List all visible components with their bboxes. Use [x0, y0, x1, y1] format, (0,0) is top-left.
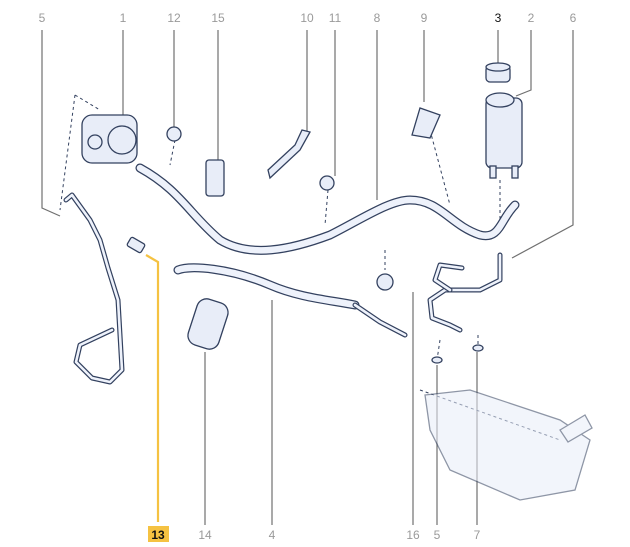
callout-label[interactable]: 9: [421, 11, 428, 25]
callout-label[interactable]: 14: [198, 528, 212, 542]
seal-5: [431, 356, 443, 364]
leader-lines: [41, 30, 574, 525]
hose-return: [135, 163, 520, 255]
bottom-labels: 13 14 4 16 5 7: [148, 526, 481, 542]
clip-12: [166, 126, 182, 142]
seal-7: [472, 344, 484, 352]
callout-label[interactable]: 16: [406, 528, 420, 542]
reservoir: [485, 92, 523, 179]
callout-label-selected[interactable]: 13: [151, 528, 165, 542]
pump: [81, 114, 138, 164]
callout-label[interactable]: 8: [374, 11, 381, 25]
callout-label[interactable]: 10: [300, 11, 314, 25]
callout-label[interactable]: 1: [120, 11, 127, 25]
top-labels: 5 1 12 15 10 11 8 9 3 2 6: [39, 11, 577, 25]
callout-label[interactable]: 5: [434, 528, 441, 542]
callout-label[interactable]: 12: [167, 11, 181, 25]
callout-label[interactable]: 2: [528, 11, 535, 25]
callout-label[interactable]: 3: [495, 11, 502, 25]
callout-label[interactable]: 11: [329, 11, 342, 25]
selected-label-highlight: [148, 526, 169, 542]
callout-label[interactable]: 15: [211, 11, 225, 25]
hose-pressure: [173, 263, 408, 338]
clip-16: [376, 273, 394, 291]
callout-label[interactable]: 5: [39, 11, 46, 25]
steering-rack: [424, 389, 593, 501]
callout-label[interactable]: 7: [474, 528, 481, 542]
callout-label[interactable]: 4: [269, 528, 276, 542]
bracket-15: [205, 159, 225, 197]
pipe-right: [427, 252, 503, 333]
clip-11: [319, 175, 335, 191]
callout-label[interactable]: 6: [570, 11, 577, 25]
fitting-13: [126, 236, 146, 254]
pipe-left: [63, 192, 125, 385]
selected-leader-line: [145, 254, 160, 522]
bracket-14: [187, 298, 229, 350]
reservoir-cap: [485, 62, 511, 83]
bracket-10: [267, 129, 311, 180]
bracket-9: [411, 107, 441, 139]
